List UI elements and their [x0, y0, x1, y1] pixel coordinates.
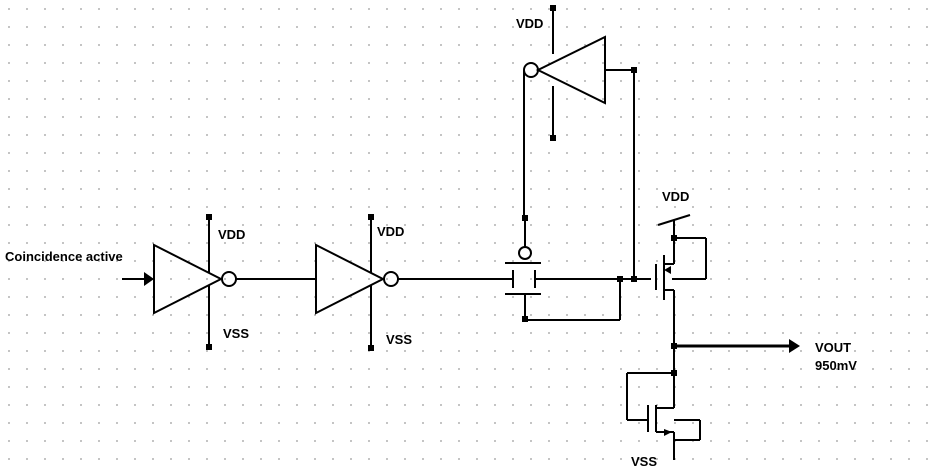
- junction-node: [631, 276, 637, 282]
- inverter-2: [315, 214, 399, 351]
- vout-label: VOUT: [815, 340, 851, 355]
- inv2-vss-label: VSS: [386, 332, 412, 347]
- pmos-vdd-label: VDD: [662, 189, 689, 204]
- inv1-vdd-label: VDD: [218, 227, 245, 242]
- inv1-vss-label: VSS: [223, 326, 249, 341]
- feedback-inverter: [523, 5, 637, 279]
- feedback-vdd-label: VDD: [516, 16, 543, 31]
- input-port: [122, 272, 154, 286]
- inv2-vdd-label: VDD: [377, 224, 404, 239]
- pmos-transistor: [655, 214, 707, 346]
- inverter-1: [153, 214, 237, 350]
- input-label: Coincidence active: [5, 249, 123, 264]
- nmos-vss-label: VSS: [631, 454, 657, 469]
- nmos-transistor: [626, 346, 701, 460]
- vout-value-label: 950mV: [815, 358, 857, 373]
